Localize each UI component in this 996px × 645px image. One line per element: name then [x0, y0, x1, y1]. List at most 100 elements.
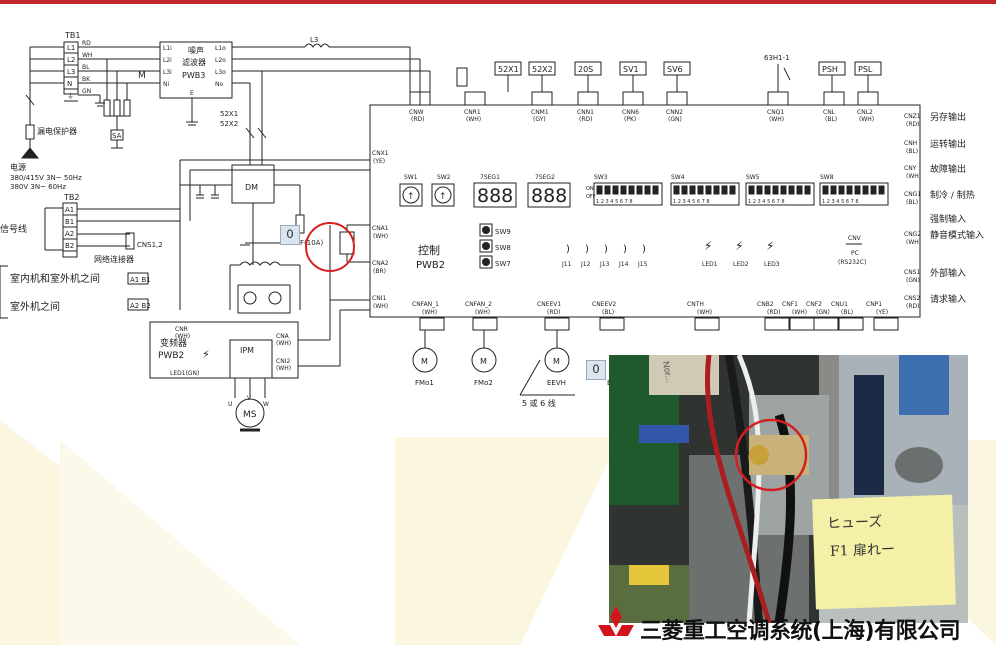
jumper-symbol-1: )	[585, 244, 589, 255]
part-63h1-1: 63H1-1	[764, 54, 790, 62]
bottom-connector-color-2: (RD)	[547, 309, 560, 316]
right-connector-color-6: (RD)	[906, 303, 919, 310]
left-connector-CNX1: CNX1	[372, 150, 389, 157]
fmo2-m: M	[480, 357, 487, 366]
top-connector-color-1: (WH)	[466, 116, 481, 123]
dip-numbers-1: 1 2 3 4 5 6 7 8	[673, 199, 710, 205]
relay-52x1-label: 52X1	[220, 110, 238, 118]
dip-numbers-3: 1 2 3 4 5 6 7 8	[822, 199, 859, 205]
cnr-color: (WH)	[175, 333, 190, 340]
inverter-board: 变频器 PWB2 CNR (WH) LED1(GN) ⚡ IPM CNA (WH…	[149, 299, 370, 432]
bottom-connector-CNTH: CNTH	[687, 301, 704, 308]
bottom-connector-color-6: (WH)	[792, 309, 807, 316]
right-connector-CNS2: CNS2	[904, 295, 920, 302]
company-logo	[598, 606, 634, 636]
jumper-symbol-4: )	[642, 244, 646, 255]
jumper-J14: J14	[618, 261, 629, 268]
seg1-display: 888	[477, 185, 513, 207]
dip-off-label: OFF	[586, 194, 596, 200]
top-connector-color-8: (WH)	[859, 116, 874, 123]
left-connector-color-3: (WH)	[373, 303, 388, 310]
tb2-terminal-1: B1	[65, 218, 74, 226]
right-function-2: 故障输出	[930, 163, 966, 175]
wire-code-bl: BL	[82, 64, 90, 71]
bottom-connector-CNFAN_1: CNFAN_1	[412, 301, 439, 308]
inverter-title: 变频器	[160, 337, 187, 349]
part-52x1: 52X1	[498, 65, 519, 74]
right-function-0: 另存输出	[930, 111, 966, 123]
right-connector-color-4: (WH)	[906, 239, 921, 246]
fmo2-label: FMo2	[474, 379, 493, 387]
wire-code-bk: BK	[82, 76, 91, 83]
sw2-label: SW2	[437, 174, 451, 181]
top-connector-CNQ1: CNQ1	[767, 109, 784, 116]
led-LED1: LED1	[702, 261, 718, 268]
relay-contacts: 52X1 52X2	[220, 110, 267, 139]
right-function-5: 外部输入	[930, 267, 966, 279]
bottom-connector-CNF2: CNF2	[806, 301, 822, 308]
svg-text:↑: ↑	[439, 192, 447, 202]
bottom-connector-color-5: (RD)	[767, 309, 780, 316]
cns-label: CNS1,2	[137, 241, 163, 249]
dip-bank-SW8: SW8	[820, 174, 834, 181]
top-connector-color-3: (RD)	[579, 116, 592, 123]
inverter-code: PWB2	[158, 351, 184, 361]
top-connector-color-6: (WH)	[769, 116, 784, 123]
top-connector-CNL2: CNL2	[857, 109, 873, 116]
phase-w: W	[263, 401, 269, 408]
fuse-highlight-circle	[305, 222, 355, 272]
jumper-J13: J13	[599, 261, 610, 268]
eevh-m: M	[553, 357, 560, 366]
cni2-color: (WH)	[276, 365, 291, 372]
wire-code-wh: WH	[82, 52, 92, 59]
fan-motors: M FMo1 M FMo2 M EEVH 5 或 6 线 E	[412, 330, 611, 408]
bottom-connector-color-0: (WH)	[422, 309, 437, 316]
phase-u: U	[228, 401, 232, 408]
dip-on-label: ON	[586, 186, 594, 192]
left-connector-color-0: (YE)	[373, 158, 385, 165]
filter-in-1: L2i	[163, 57, 172, 64]
right-connector-color-0: (RD)	[906, 121, 919, 128]
indoor-outdoor-label: 室内机和室外机之间	[10, 272, 100, 285]
diode-module: DM	[179, 160, 305, 310]
relay-52x2-label: 52X2	[220, 120, 238, 128]
note-line-2: F1 扉れー	[829, 541, 896, 560]
tb1-terminal-4: ⏚	[67, 92, 74, 100]
jumper-J11: J11	[561, 261, 572, 268]
led-LED3: LED3	[764, 261, 780, 268]
bottom-connector-CNF1: CNF1	[782, 301, 798, 308]
right-connector-CNG1: CNG1	[904, 191, 921, 198]
top-connector-CNM1: CNM1	[531, 109, 549, 116]
signal-line-label: 信号线	[0, 223, 27, 235]
right-function-6: 请求输入	[930, 293, 966, 305]
bottom-connector-color-9: (YE)	[876, 309, 888, 316]
filter-out-2: L3o	[215, 69, 226, 76]
left-connector-color-2: (BR)	[373, 268, 386, 275]
led-icon-1: ⚡	[735, 239, 743, 253]
inverter-led-icon: ⚡	[202, 348, 210, 361]
cna-color: (WH)	[276, 340, 291, 347]
dm-label: DM	[245, 183, 258, 192]
tag-a1-b1: A1 B1	[130, 276, 151, 284]
tb1-label: TB1	[64, 31, 80, 40]
dip-bank-SW3: SW3	[594, 174, 608, 181]
cnv-label: CNV	[848, 235, 862, 242]
power-title: 电源	[10, 162, 26, 172]
right-connector-color-2: (WH)	[906, 173, 921, 180]
tag-a2-b2: A2 B2	[130, 302, 151, 310]
seg2-label: 7SEG2	[535, 174, 555, 181]
part-psl: PSL	[858, 65, 873, 74]
company-name: 三菱重工空调系统(上海)有限公司	[640, 619, 961, 644]
filter-title: 噪声	[188, 45, 204, 55]
right-connector-CNG2: CNG2	[904, 231, 921, 238]
bottom-connector-CNEEV2: CNEEV2	[592, 301, 616, 308]
led-icon-0: ⚡	[704, 239, 712, 253]
breaker-label: 漏电保护器	[37, 126, 77, 136]
top-connector-CNL: CNL	[823, 109, 836, 116]
wire-code-gn: GN	[82, 88, 91, 95]
control-title: 控制	[418, 243, 440, 257]
cni2-label: CNI2	[276, 358, 290, 365]
reactor-and-caps	[229, 261, 301, 314]
right-connector-CNZ1: CNZ1	[904, 113, 921, 120]
